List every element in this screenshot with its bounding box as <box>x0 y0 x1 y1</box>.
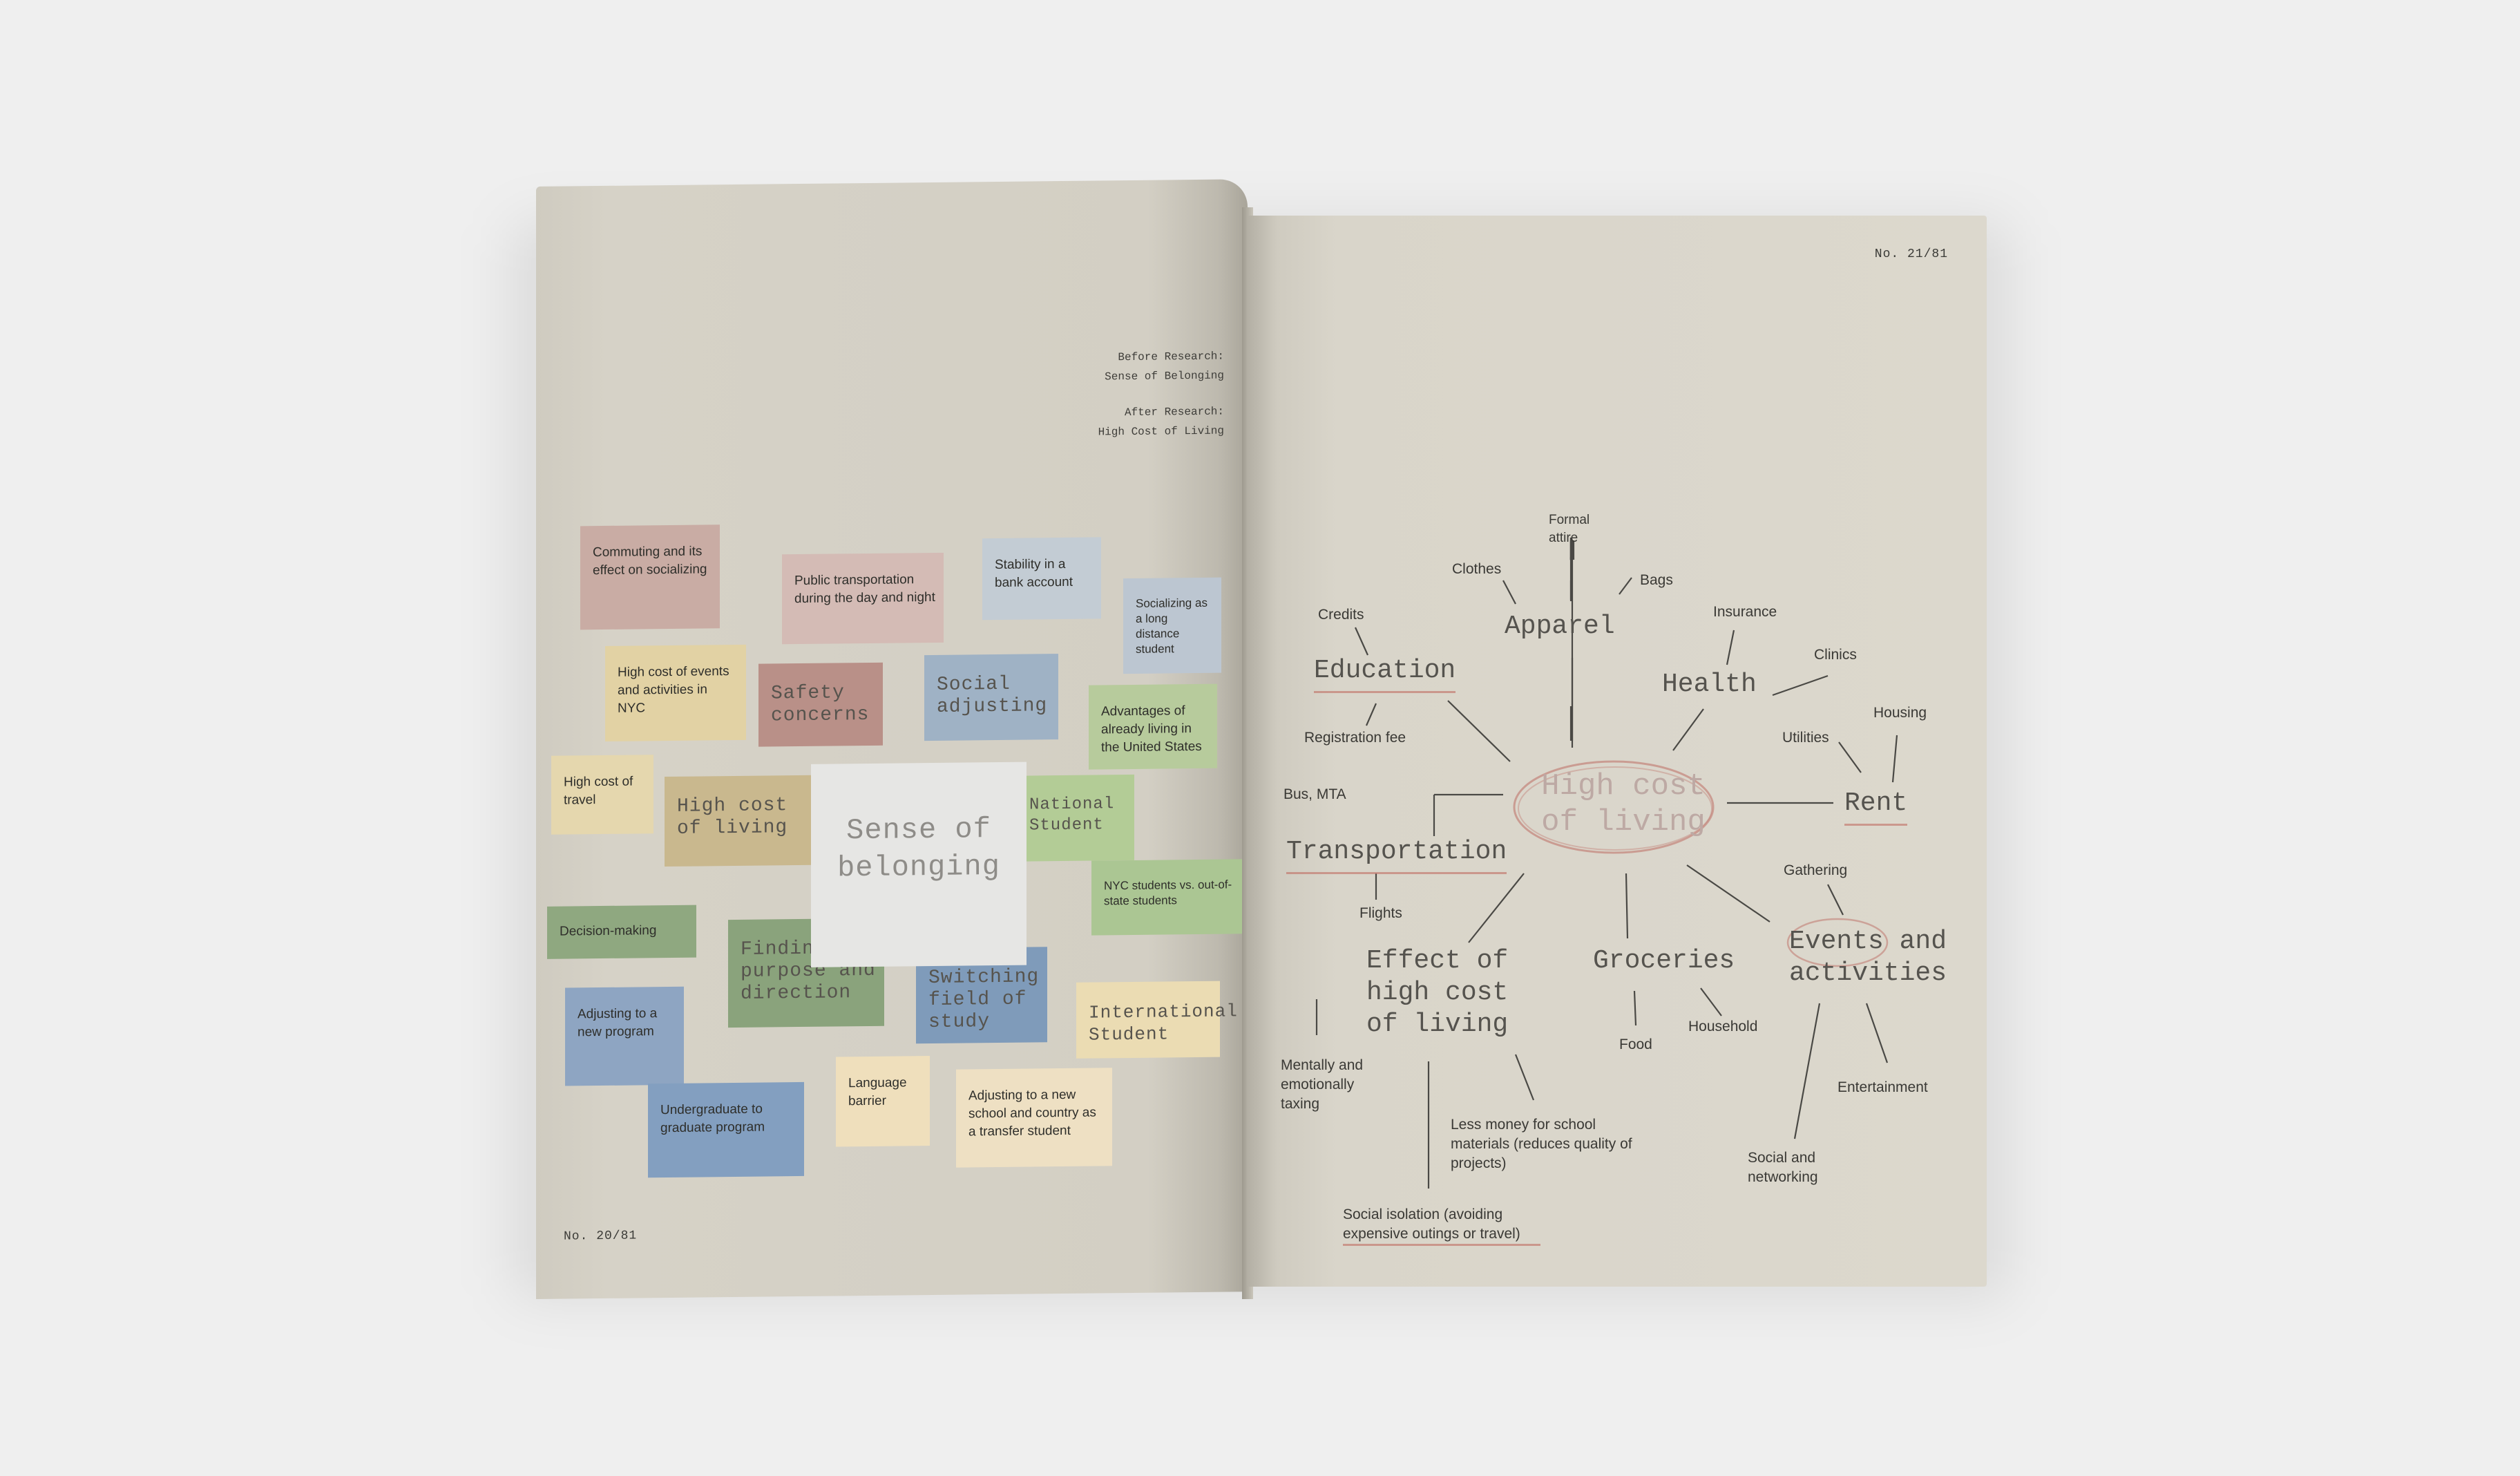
sticky-note: Advantages of already living in the Unit… <box>1089 683 1217 770</box>
leaf-flights: Flights <box>1359 905 1402 921</box>
sticky-note: Undergraduate to graduate program <box>648 1081 804 1178</box>
left-page: Before Research: Sense of Belonging Afte… <box>536 179 1248 1299</box>
leaf-bus-mta: Bus, MTA <box>1283 786 1346 802</box>
branch-events: Events and activities <box>1789 927 1947 988</box>
sticky-note: High cost of travel <box>551 755 653 835</box>
leaf-gathering: Gathering <box>1784 862 1848 878</box>
right-page: No. 21/81 <box>1248 216 1987 1287</box>
branch-groceries: Groceries <box>1593 946 1735 976</box>
leaf-bags: Bags <box>1640 572 1673 588</box>
sticky-note: Language barrier <box>836 1056 930 1147</box>
sticky-note: Adjusting to a new school and country as… <box>956 1068 1112 1168</box>
leaf-registration-fee: Registration fee <box>1304 730 1406 746</box>
leaf-clothes: Clothes <box>1452 561 1502 577</box>
sticky-note: NYC students vs. out-of-state students <box>1091 859 1245 936</box>
leaf-clinics: Clinics <box>1814 647 1857 663</box>
leaf-mentally-taxing: Mentally and emotionally taxing <box>1281 1057 1364 1112</box>
sticky-note: International Student <box>1076 981 1238 1059</box>
leaf-household: Household <box>1688 1019 1758 1034</box>
sticky-note: High cost of living <box>665 775 821 867</box>
research-summary: Before Research: Sense of Belonging Afte… <box>1098 347 1224 442</box>
page-number-left: No. 20/81 <box>564 1229 638 1244</box>
sticky-note: Public transportation during the day and… <box>782 552 944 645</box>
sticky-note: Safety concerns <box>758 662 883 747</box>
center-note-sense-of-belonging: Sense of belonging <box>811 761 1027 967</box>
sticky-note: Social adjusting <box>924 654 1058 741</box>
leaf-less-money: Less money for school materials (reduces… <box>1451 1117 1632 1171</box>
leaf-food: Food <box>1619 1037 1652 1052</box>
branch-health: Health <box>1662 670 1757 699</box>
after-research-label: After Research: <box>1124 405 1224 419</box>
sticky-note: Socializing as a long distance student <box>1123 577 1221 674</box>
before-research-value: Sense of Belonging <box>1105 369 1224 384</box>
leaf-housing: Housing <box>1873 705 1927 721</box>
mind-map-hub: High cost of living <box>1541 769 1706 840</box>
sticky-note: Adjusting to a new program <box>565 986 684 1086</box>
leaf-credits: Credits <box>1318 607 1364 623</box>
sticky-note: Commuting and its effect on socializing <box>580 524 720 630</box>
branch-apparel: Apparel <box>1505 612 1615 641</box>
branch-effect: Effect of high cost of living <box>1366 946 1509 1039</box>
sticky-note: National Student <box>1017 774 1134 862</box>
branch-education: Education <box>1314 655 1456 693</box>
sticky-note: High cost of events and activities in NY… <box>605 644 746 741</box>
branch-rent: Rent <box>1844 788 1908 826</box>
sticky-note: Decision-making <box>547 905 696 959</box>
leaf-formal-attire: Formal attire <box>1549 513 1590 545</box>
page-number-right: No. 21/81 <box>1874 247 1948 261</box>
sticky-note: Stability in a bank account <box>982 537 1101 621</box>
after-research-value: High Cost of Living <box>1098 424 1224 439</box>
leaf-entertainment: Entertainment <box>1838 1079 1928 1095</box>
mind-map-connectors <box>1315 538 1898 1189</box>
leaf-insurance: Insurance <box>1713 604 1777 620</box>
branch-transportation: Transportation <box>1286 836 1507 874</box>
leaf-utilities: Utilities <box>1782 730 1829 746</box>
before-research-label: Before Research: <box>1118 350 1224 364</box>
leaf-social-isolation: Social isolation (avoiding expensive out… <box>1343 1205 1540 1246</box>
leaf-social-networking: Social and networking <box>1748 1150 1818 1185</box>
